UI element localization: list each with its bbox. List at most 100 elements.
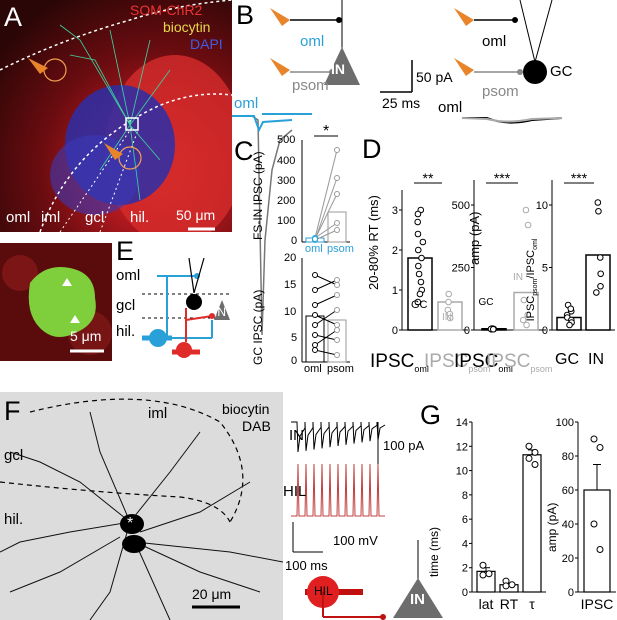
g-time-xlabel: τ bbox=[529, 596, 535, 612]
legend-som-chr2: SOM-ChR2 bbox=[130, 3, 202, 17]
g-time-point bbox=[486, 571, 492, 577]
d-rt-point bbox=[418, 279, 424, 285]
panel-a-scalebar-label: 50 μm bbox=[176, 208, 215, 222]
panel-b-right-psom: psom bbox=[482, 84, 519, 99]
panel-d-rt-ylabel: 20-80% RT (ms) bbox=[367, 195, 380, 290]
d-ratio-point bbox=[594, 290, 600, 296]
d-rt-point bbox=[417, 291, 423, 297]
panel-c-top-tick-300: 300 bbox=[277, 176, 295, 187]
d-rt-point bbox=[416, 263, 422, 269]
panel-b-trace-oml-right: oml bbox=[438, 100, 462, 115]
d-rt-bar-in: IN bbox=[442, 312, 452, 323]
panel-f-iml: iml bbox=[148, 406, 167, 421]
d-amp-point bbox=[523, 207, 529, 213]
panel-d-amp-ylabel: amp (pA) bbox=[468, 212, 481, 265]
d-ratio-ylabel: IPSCpsom/IPSComl bbox=[525, 238, 539, 321]
panel-e-in: IN bbox=[214, 306, 226, 318]
panel-f-trace-hil: HIL bbox=[283, 484, 306, 499]
panel-b-left-psom: psom bbox=[292, 78, 329, 93]
d-rt-bar-gc: GC bbox=[411, 299, 428, 311]
d-rt-sig: ** bbox=[423, 170, 434, 186]
g-time-xlabel: RT bbox=[500, 596, 519, 612]
panel-g: G 02468101214latRTτ020406080100IPSC time… bbox=[418, 392, 617, 620]
d-rt-point bbox=[446, 299, 452, 305]
g-amp-point bbox=[591, 521, 597, 527]
panel-c-bottom-tick-15: 15 bbox=[284, 280, 296, 291]
g-time-tick-label: 12 bbox=[456, 441, 468, 453]
d-amp-sig: *** bbox=[494, 170, 511, 186]
panel-f-hil: hil. bbox=[4, 512, 23, 527]
d-amp-bar-in: IN bbox=[513, 272, 523, 283]
d-rt-point bbox=[415, 247, 421, 253]
g-time-point bbox=[480, 562, 486, 568]
panel-b-right-gc: GC bbox=[550, 64, 573, 79]
panel-f-overlay bbox=[0, 392, 283, 620]
d-rt-point bbox=[416, 271, 422, 277]
panel-e-gcl: gcl bbox=[116, 298, 135, 313]
g-time-point bbox=[532, 449, 538, 455]
panel-c-bottom-tick-5: 5 bbox=[291, 333, 297, 344]
g-time-tick-label: 4 bbox=[462, 538, 468, 550]
g-time-tick-label: 10 bbox=[456, 466, 468, 478]
panel-g-charts: 02468101214latRTτ020406080100IPSC bbox=[418, 392, 617, 620]
g-time-tick-label: 0 bbox=[462, 587, 468, 599]
g-time-tick-label: 6 bbox=[462, 514, 468, 526]
region-oml: oml bbox=[6, 210, 30, 225]
panel-c-bottom-tick-10: 10 bbox=[284, 307, 296, 318]
panel-c-top-x-oml: oml bbox=[305, 244, 323, 255]
panel-e-hil: hil. bbox=[116, 324, 135, 339]
panel-e: E oml gcl hil. IN bbox=[112, 238, 232, 366]
g-time-point bbox=[526, 443, 532, 449]
d-rt-point bbox=[415, 231, 421, 237]
panel-c-bottom-tick-0: 0 bbox=[291, 356, 297, 367]
panel-c-top-tick-200: 200 bbox=[277, 196, 295, 207]
g-amp-bar bbox=[584, 490, 610, 592]
d-amp-point bbox=[490, 326, 496, 332]
g-amp-tick-label: 100 bbox=[556, 417, 574, 429]
panel-b-trace-oml-left: oml bbox=[234, 96, 258, 111]
legend-dapi: DAPI bbox=[190, 37, 223, 51]
panel-f-schem-hil: HIL bbox=[314, 585, 333, 597]
panel-d-charts: 0123GCIN**0250500GCIN***0510***IPSCpsom/… bbox=[362, 130, 617, 380]
panel-inset-image: 5 μm bbox=[0, 243, 112, 361]
d-rt-point bbox=[420, 239, 426, 245]
panel-f-stain-biocytin: biocytin bbox=[222, 402, 269, 416]
d-ratio-tick-label: 0 bbox=[542, 325, 548, 337]
d-ratio-point bbox=[597, 255, 603, 261]
panel-f-label: F bbox=[4, 398, 21, 425]
panel-f-star: * bbox=[127, 516, 133, 532]
g-amp-tick-label: 0 bbox=[568, 587, 574, 599]
region-hil: hil. bbox=[130, 210, 149, 225]
panel-c-top-tick-500: 500 bbox=[277, 135, 295, 146]
panel-d-rt-x-ipsc-oml: IPSComl bbox=[370, 352, 429, 374]
panel-c-top-tick-400: 400 bbox=[277, 156, 295, 167]
g-time-tick-label: 14 bbox=[456, 417, 468, 429]
g-time-tick-label: 8 bbox=[462, 490, 468, 502]
d-rt-tick-label: 0 bbox=[392, 325, 398, 337]
g-amp-tick-label: 60 bbox=[562, 485, 574, 497]
d-rt-point bbox=[415, 219, 421, 225]
g-amp-tick-label: 20 bbox=[562, 553, 574, 565]
region-gcl: gcl bbox=[85, 210, 104, 225]
panel-e-oml: oml bbox=[116, 268, 140, 283]
d-amp-bar-gc: GC bbox=[479, 297, 494, 308]
panel-f-scalebar-label: 20 μm bbox=[192, 587, 231, 601]
panel-b-left-oml: oml bbox=[300, 34, 324, 49]
g-amp-xlabel: IPSC bbox=[581, 596, 614, 612]
inset-scalebar-label: 5 μm bbox=[70, 329, 101, 343]
panel-b-left-in: IN bbox=[331, 62, 345, 76]
d-rt-tick-label: 1 bbox=[392, 285, 398, 297]
g-time-point bbox=[503, 583, 509, 589]
d-amp-tick-label: 0 bbox=[464, 325, 470, 337]
d-ratio-point bbox=[598, 283, 604, 289]
g-amp-tick-label: 40 bbox=[562, 519, 574, 531]
g-amp-point bbox=[597, 445, 603, 451]
panel-f-scale-time: 100 ms bbox=[285, 559, 328, 572]
panel-a-image: A SOM-ChR2 biocytin DAPI oml iml gcl hil… bbox=[0, 0, 232, 232]
panel-g-time-ylabel: time (ms) bbox=[428, 527, 440, 577]
d-ratio-point bbox=[595, 200, 601, 206]
g-time-xlabel: lat bbox=[479, 596, 494, 612]
panel-f-image: F gcl iml hil. biocytin DAB * 20 μm bbox=[0, 392, 283, 620]
d-ratio-sig: *** bbox=[571, 170, 588, 186]
d-rt-tick-label: 3 bbox=[392, 205, 398, 217]
